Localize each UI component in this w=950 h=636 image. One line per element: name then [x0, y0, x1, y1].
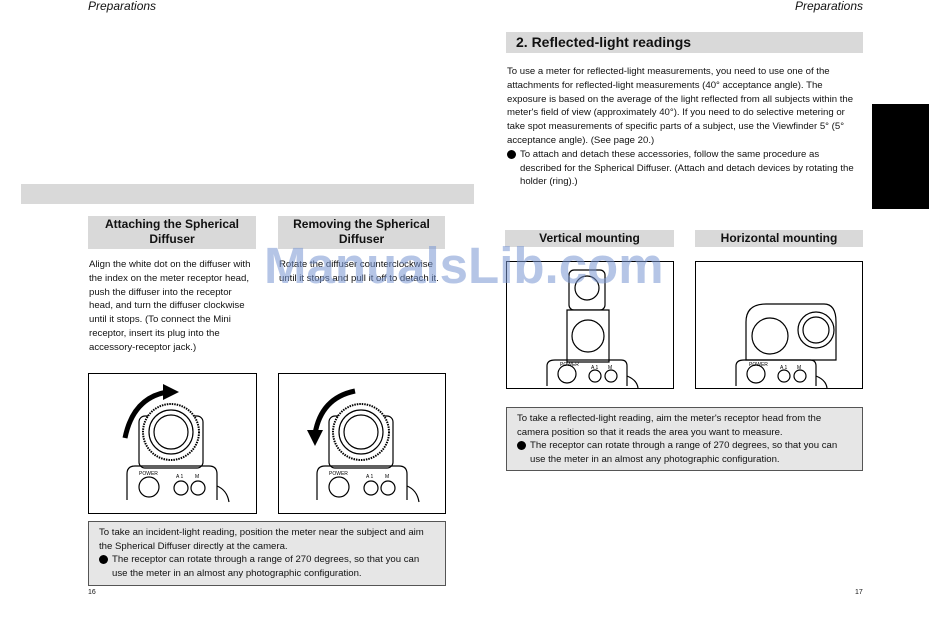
bullet-icon — [507, 149, 516, 159]
left-page-number: 16 — [88, 589, 96, 596]
section-band — [21, 184, 474, 204]
horizontal-a1-label: A 1 — [780, 365, 787, 371]
incident-reading-note: To take an incident-light reading, posit… — [88, 521, 446, 586]
side-tab — [872, 104, 929, 209]
bullet-icon — [99, 555, 108, 565]
remove-m-label: M — [385, 474, 389, 480]
remove-instructions: Rotate the diffuser counterclockwise unt… — [279, 259, 439, 284]
attach-heading: Attaching the Spherical Diffuser — [88, 216, 256, 249]
reflected-intro: To use a meter for reflected-light measu… — [507, 65, 859, 189]
left-running-header: Preparations — [88, 0, 157, 13]
attach-a1-label: A 1 — [176, 474, 183, 480]
remove-power-label: POWER — [329, 471, 348, 477]
attach-power-label: POWER — [139, 471, 158, 477]
remove-heading: Removing the Spherical Diffuser — [278, 216, 445, 249]
reflected-note-text: To take a reflected-light reading, aim t… — [517, 413, 822, 438]
reflected-note-bullet: The receptor can rotate through a range … — [530, 440, 838, 465]
section-title: 2. Reflected-light readings — [506, 32, 863, 53]
bullet-icon — [517, 441, 526, 451]
incident-note-bullet: The receptor can rotate through a range … — [112, 554, 420, 579]
vertical-power-label: POWER — [560, 362, 579, 368]
horizontal-mounting-heading: Horizontal mounting — [695, 230, 863, 247]
horizontal-mounting-figure: POWER A 1 M — [695, 261, 863, 389]
remove-figure: POWER A 1 M — [278, 373, 446, 514]
vertical-mounting-figure: POWER A 1 M — [506, 261, 674, 389]
reflected-reading-note: To take a reflected-light reading, aim t… — [506, 407, 863, 471]
reflected-intro-bullet: To attach and detach these accessories, … — [520, 148, 854, 188]
attach-instructions: Align the white dot on the diffuser with… — [89, 259, 251, 353]
horizontal-power-label: POWER — [749, 362, 768, 368]
vertical-a1-label: A 1 — [591, 365, 598, 371]
attach-m-label: M — [195, 474, 199, 480]
attach-figure: POWER A 1 M — [88, 373, 257, 514]
right-running-header: Preparations — [794, 0, 863, 13]
watermark: ManualsLib.com — [264, 237, 664, 294]
reflected-intro-text: To use a meter for reflected-light measu… — [507, 66, 854, 146]
incident-note-text: To take an incident-light reading, posit… — [99, 527, 424, 552]
vertical-mounting-heading: Vertical mounting — [505, 230, 674, 247]
remove-a1-label: A 1 — [366, 474, 373, 480]
right-page-number: 17 — [855, 589, 863, 596]
horizontal-m-label: M — [797, 365, 801, 371]
vertical-m-label: M — [608, 365, 612, 371]
